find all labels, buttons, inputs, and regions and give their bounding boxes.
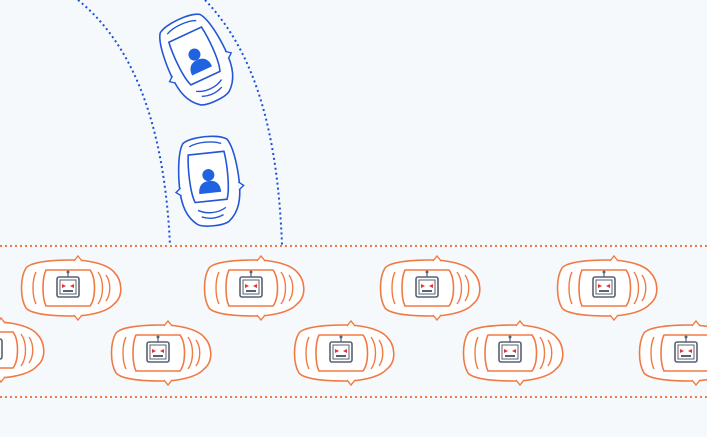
robot-car-9	[638, 320, 707, 386]
robot-car-3	[379, 255, 481, 321]
human-car-1	[146, 4, 248, 116]
human-car-2	[169, 132, 249, 231]
human-lane	[77, 0, 283, 246]
robot-car-8	[462, 320, 564, 386]
robot-cars	[0, 255, 707, 386]
robot-car-5	[0, 317, 45, 383]
robot-car-2	[203, 255, 305, 321]
human-cars	[146, 4, 249, 231]
human-lane-left-edge	[77, 0, 171, 246]
robot-car-7	[293, 320, 395, 386]
robot-car-6	[110, 320, 212, 386]
robot-car-4	[556, 255, 658, 321]
robot-car-1	[20, 255, 122, 321]
